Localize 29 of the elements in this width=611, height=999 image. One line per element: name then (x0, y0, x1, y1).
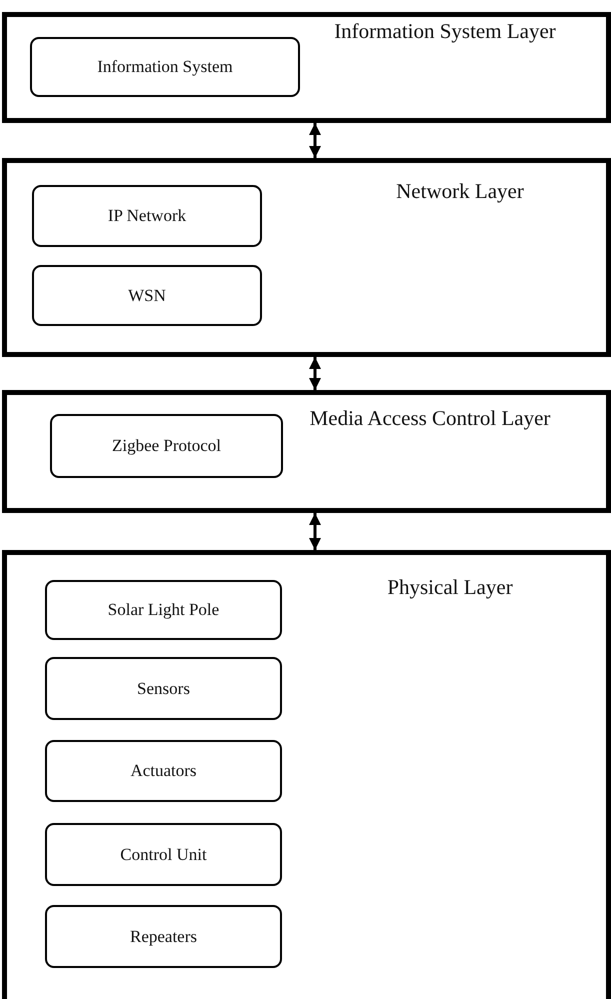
layer-heading: Network Layer (395, 178, 525, 204)
component-label: WSN (128, 286, 166, 306)
component-label: Zigbee Protocol (112, 436, 222, 456)
component-box (45, 580, 282, 640)
layer-panel (2, 158, 611, 357)
double-arrow (309, 357, 321, 390)
component-box (45, 905, 282, 968)
layer-heading: Physical Layer (386, 574, 514, 600)
component-box (45, 740, 282, 802)
layer-heading: Information System Layer (333, 18, 557, 44)
double-arrow (309, 513, 321, 550)
double-arrow (309, 123, 321, 158)
component-label: Actuators (130, 761, 197, 781)
component-box (32, 185, 262, 247)
component-label: Information System (97, 57, 233, 77)
layer-panel (2, 550, 611, 999)
component-label: Solar Light Pole (108, 600, 220, 620)
layer-heading: Media Access Control Layer (308, 405, 552, 432)
component-label: IP Network (108, 206, 186, 226)
component-box (32, 265, 262, 326)
component-box (45, 823, 282, 886)
component-label: Sensors (137, 678, 190, 698)
component-label: Control Unit (120, 844, 207, 864)
component-box (45, 657, 282, 720)
component-box (50, 414, 283, 478)
layer-panel (2, 12, 611, 123)
component-box (30, 37, 300, 97)
layer-panel (2, 390, 611, 513)
component-label: Repeaters (130, 926, 198, 946)
